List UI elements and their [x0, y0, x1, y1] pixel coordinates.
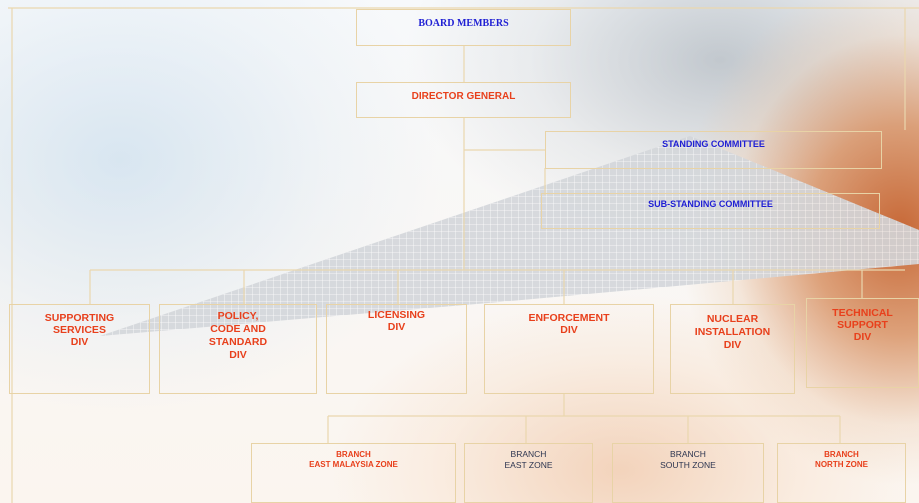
division-line: NUCLEAR [706, 313, 759, 325]
branch-line: BRANCH [510, 449, 547, 459]
branch-east-zone: BRANCH EAST ZONE [464, 443, 593, 503]
division-policy-code-standard: POLICY, CODE AND STANDARD DIV [159, 304, 317, 394]
division-line: DIV [387, 321, 406, 333]
division-line: DIV [723, 339, 742, 351]
branch-line: SOUTH ZONE [660, 460, 716, 470]
branch-north-zone: BRANCH NORTH ZONE [777, 443, 906, 503]
division-line: SERVICES [53, 324, 106, 336]
division-line: DIV [560, 324, 578, 336]
branch-line: NORTH ZONE [815, 460, 868, 469]
division-line: CODE AND [210, 323, 266, 335]
branch-line: BRANCH [824, 450, 859, 459]
board-members-box: BOARD MEMBERS [356, 9, 571, 46]
sub-standing-committee-label: SUB-STANDING COMMITTEE [648, 199, 773, 209]
standing-committee-box: STANDING COMMITTEE [545, 131, 882, 169]
division-line: DIV [853, 331, 872, 343]
grid-wedge-shape [100, 136, 919, 336]
division-line: SUPPORTING [44, 312, 115, 324]
division-line: ENFORCEMENT [528, 312, 610, 324]
division-enforcement: ENFORCEMENT DIV [484, 304, 654, 394]
division-line: STANDARD [208, 336, 268, 348]
division-line: SUPPORT [837, 319, 888, 331]
division-technical-support: TECHNICAL SUPPORT DIV [806, 298, 919, 388]
branch-line: BRANCH [670, 449, 706, 459]
director-general-label: DIRECTOR GENERAL [411, 91, 516, 102]
division-supporting-services: SUPPORTING SERVICES DIV [9, 304, 150, 394]
division-line: POLICY, [217, 310, 259, 322]
branch-line: BRANCH [336, 450, 371, 459]
division-licensing: LICENSING DIV [326, 304, 467, 394]
sub-standing-committee-box: SUB-STANDING COMMITTEE [541, 193, 880, 229]
board-members-label: BOARD MEMBERS [418, 18, 509, 29]
director-general-box: DIRECTOR GENERAL [356, 82, 571, 118]
branch-line: EAST ZONE [504, 460, 553, 470]
division-line: TECHNICAL [832, 307, 893, 319]
branch-line: EAST MALAYSIA ZONE [309, 460, 398, 469]
branch-east-malaysia-zone: BRANCH EAST MALAYSIA ZONE [251, 443, 456, 503]
division-line: DIV [70, 336, 89, 348]
division-line: INSTALLATION [694, 326, 771, 338]
division-line: DIV [229, 349, 247, 361]
division-line: LICENSING [367, 309, 426, 321]
standing-committee-label: STANDING COMMITTEE [662, 139, 765, 149]
division-nuclear-installation: NUCLEAR INSTALLATION DIV [670, 304, 795, 394]
branch-south-zone: BRANCH SOUTH ZONE [612, 443, 764, 503]
